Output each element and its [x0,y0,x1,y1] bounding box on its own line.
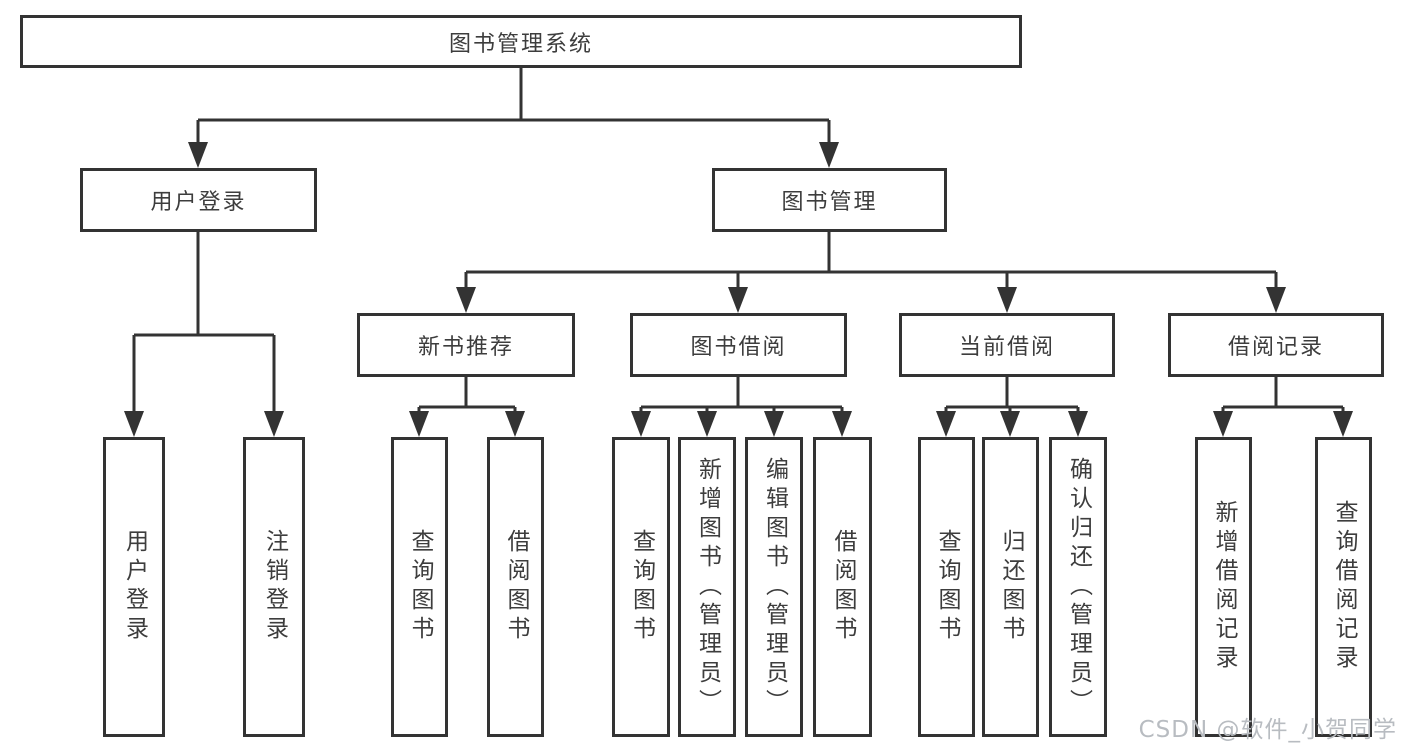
node-borrowing-records-label: 借阅记录 [1227,335,1324,360]
node-book-management: 图书管理 [712,168,947,232]
leaf-add-borrow-record-label: 新增借阅记录 [1211,500,1237,674]
leaf-confirm-return-admin: 确认归还（管理员） [1049,437,1107,737]
leaf-edit-books-admin-label: 编辑图书（管理员） [761,456,788,718]
leaf-confirm-return-admin-label: 确认归还（管理员） [1065,456,1092,718]
node-borrowing-records: 借阅记录 [1168,313,1384,377]
leaf-query-borrow-record-label: 查询借阅记录 [1331,500,1357,674]
leaf-add-books-admin-label: 新增图书（管理员） [694,456,721,718]
leaf-logout-label: 注销登录 [261,529,288,645]
leaf-return-books: 归还图书 [982,437,1039,737]
leaf-query-books-borrowing: 查询图书 [612,437,670,737]
leaf-borrow-books: 借阅图书 [813,437,872,737]
node-book-borrowing: 图书借阅 [630,313,847,377]
node-book-management-label: 图书管理 [781,190,878,215]
node-new-book-recommendation-label: 新书推荐 [417,335,514,360]
leaf-borrow-books-recommend: 借阅图书 [487,437,544,737]
node-current-borrowing-label: 当前借阅 [958,335,1055,360]
leaf-query-borrow-record: 查询借阅记录 [1315,437,1372,737]
leaf-query-books-recommend: 查询图书 [391,437,448,737]
leaf-query-books-current: 查询图书 [918,437,975,737]
node-root-label: 图书管理系统 [448,31,593,57]
watermark-label: CSDN @软件_小贺同学 [1138,717,1397,743]
leaf-borrow-books-recommend-label: 借阅图书 [503,529,529,645]
leaf-add-books-admin: 新增图书（管理员） [678,437,736,737]
node-current-borrowing: 当前借阅 [899,313,1115,377]
node-new-book-recommendation: 新书推荐 [357,313,575,377]
leaf-return-books-label: 归还图书 [998,529,1024,645]
leaf-logout: 注销登录 [243,437,305,737]
leaf-query-books-current-label: 查询图书 [934,529,960,645]
node-user-login: 用户登录 [80,168,317,232]
leaf-query-books-recommend-label: 查询图书 [407,529,433,645]
node-book-borrowing-label: 图书借阅 [690,335,787,360]
node-user-login-label: 用户登录 [150,190,247,215]
watermark: CSDN @软件_小贺同学 [1139,710,1397,744]
leaf-query-books-borrowing-label: 查询图书 [628,529,655,645]
leaf-edit-books-admin: 编辑图书（管理员） [745,437,803,737]
leaf-user-login: 用户登录 [103,437,165,737]
leaf-borrow-books-label: 借阅图书 [830,529,856,645]
leaf-user-login-label: 用户登录 [121,529,148,645]
leaf-add-borrow-record: 新增借阅记录 [1195,437,1252,737]
node-root: 图书管理系统 [20,15,1022,68]
